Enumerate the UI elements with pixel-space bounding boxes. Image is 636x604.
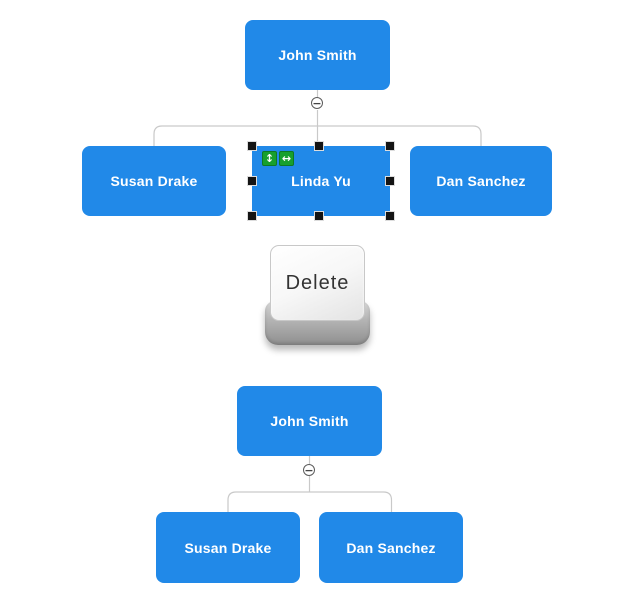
selection-handle-ne[interactable] bbox=[385, 141, 395, 151]
org-node-john-smith-before[interactable]: John Smith bbox=[245, 20, 390, 90]
move-horizontal-icon: ↔ bbox=[281, 152, 292, 165]
selection-handle-w[interactable] bbox=[247, 176, 257, 186]
org-node-label: John Smith bbox=[278, 47, 357, 63]
move-vertical-icon: ↕ bbox=[264, 152, 275, 165]
org-node-dan-sanchez-before[interactable]: Dan Sanchez bbox=[410, 146, 552, 216]
minus-icon: − bbox=[312, 96, 322, 110]
org-node-label: Linda Yu bbox=[291, 173, 351, 189]
org-node-label: Susan Drake bbox=[184, 539, 272, 556]
org-node-susan-drake-after[interactable]: Susan Drake bbox=[156, 512, 300, 583]
connector-top-right-branch bbox=[317, 125, 482, 146]
delete-key-cap: Delete bbox=[270, 245, 365, 321]
selection-handle-n[interactable] bbox=[314, 141, 324, 151]
delete-key-label: Delete bbox=[285, 271, 350, 294]
collapse-button-after[interactable]: − bbox=[303, 464, 315, 476]
delete-key-image: Delete bbox=[265, 245, 370, 345]
minus-icon: − bbox=[304, 463, 314, 477]
org-node-linda-yu-selected[interactable]: Linda Yu bbox=[252, 146, 390, 216]
org-node-label: Dan Sanchez bbox=[436, 173, 526, 189]
selection-handle-e[interactable] bbox=[385, 176, 395, 186]
collapse-button-before[interactable]: − bbox=[311, 97, 323, 109]
selection-handle-se[interactable] bbox=[385, 211, 395, 221]
selection-handle-nw[interactable] bbox=[247, 141, 257, 151]
org-node-label: Dan Sanchez bbox=[346, 539, 436, 556]
resize-vertical-badge[interactable]: ↕ bbox=[262, 151, 277, 166]
org-node-dan-sanchez-after[interactable]: Dan Sanchez bbox=[319, 512, 463, 583]
connector-bottom-right-branch bbox=[309, 491, 393, 512]
connector-top-left-branch bbox=[153, 125, 318, 146]
org-node-john-smith-after[interactable]: John Smith bbox=[237, 386, 382, 456]
org-node-susan-drake-before[interactable]: Susan Drake bbox=[82, 146, 226, 216]
connector-bottom-left-branch bbox=[227, 491, 310, 512]
org-node-label: John Smith bbox=[270, 413, 349, 429]
org-node-label: Susan Drake bbox=[110, 173, 198, 189]
resize-horizontal-badge[interactable]: ↔ bbox=[279, 151, 294, 166]
selection-handle-sw[interactable] bbox=[247, 211, 257, 221]
selection-handle-s[interactable] bbox=[314, 211, 324, 221]
